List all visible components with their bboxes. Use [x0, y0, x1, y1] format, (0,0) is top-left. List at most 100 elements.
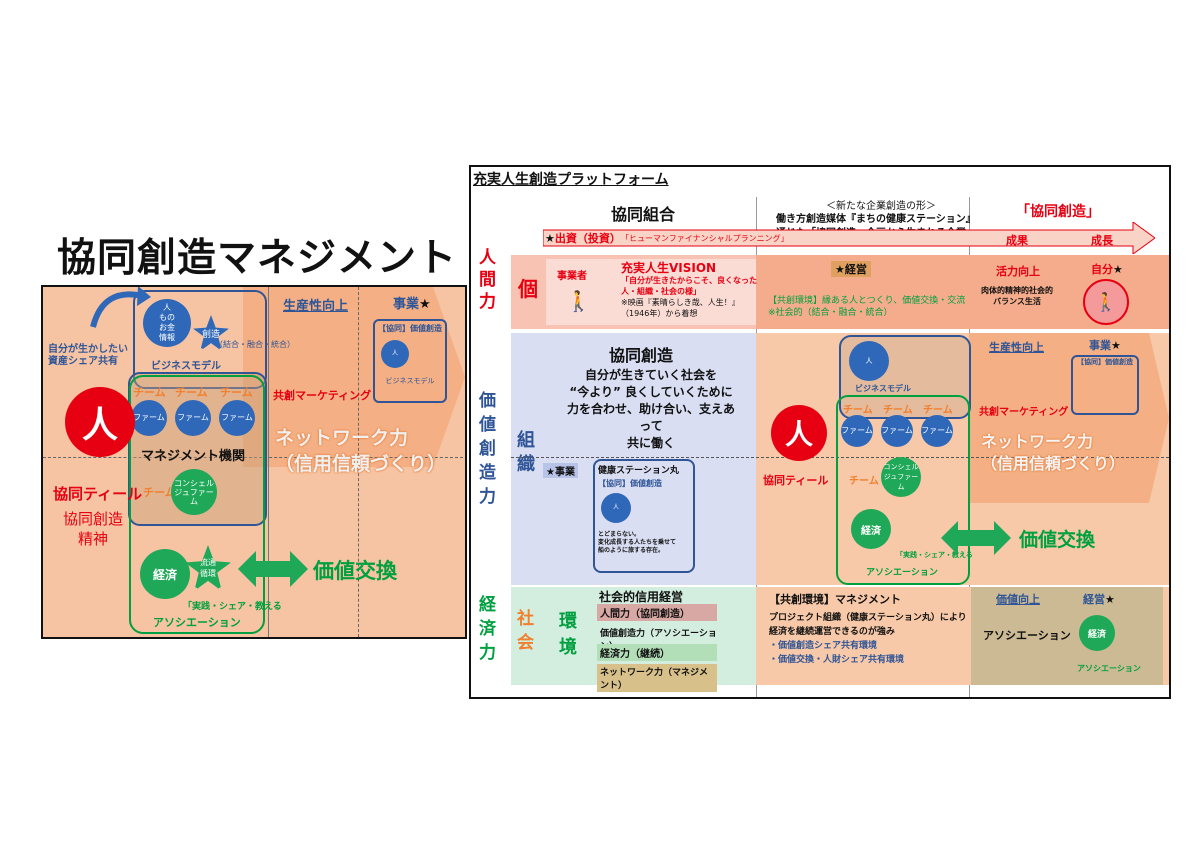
right-business: 事業★ [1089, 339, 1121, 352]
orange-arrow-band [243, 287, 465, 467]
bm-sub: （結合・融合・統合） [215, 340, 295, 349]
row-label-ningenryoku: 人間力 [479, 248, 496, 312]
double-arrow-icon [238, 551, 308, 587]
kyodo-teal-label: 協同ティール [53, 485, 143, 503]
mgmt-text: プロジェクト組織（健康ステーション丸）により経済を継続運営できるのが強み ・価値… [769, 613, 967, 665]
team-farm-3: ファーム [219, 400, 255, 436]
star-icon: ★ [1111, 339, 1121, 352]
productivity-label: 生産性向上 [283, 299, 349, 314]
association-box [129, 375, 265, 634]
mid-double-arrow-icon [941, 521, 1011, 555]
ladder-3: 経済力（継続） [597, 644, 717, 661]
mid-team-3: チーム [923, 405, 953, 416]
mid-farm-1: ファーム [841, 415, 873, 447]
kyosou-marketing-label: 共創マーケティング [273, 389, 372, 402]
vision-text: 「自分が生きたからこそ、良くなった 人・組織・社会の様」 ※映画『素晴らしき哉、… [621, 276, 757, 318]
left-panel: 人ものお金情報 創造 （結合・融合・統合） ビジネスモデル 自分が生かしたい資産… [41, 285, 467, 639]
mid-resource-circle: 人 [849, 341, 889, 381]
team-label-4: チーム [143, 486, 176, 499]
management-org-label: マネジメント機関 [141, 449, 246, 464]
mgmt-title: 【共創環境】マネジメント [769, 593, 901, 606]
investment-arrow [543, 222, 1155, 254]
right-association-small: アソシエーション [1077, 664, 1141, 673]
ladder-4: ネットワーク力（マネジメント） [597, 664, 717, 692]
growth-label: 成長 [1091, 234, 1113, 247]
keiei2-label: 経営★ [1083, 593, 1115, 606]
station-resource-circle: 人 [601, 493, 631, 523]
star-icon: ★ [1105, 593, 1115, 606]
right-kyosou-marketing: 共創マーケティング [979, 407, 1069, 418]
kachi-up-label: 価値向上 [996, 593, 1040, 606]
mid-person-circle: 人 [771, 405, 827, 461]
ladder-1: 人間力（協同創造） [597, 604, 717, 621]
network-label: ネットワーク力（信用信頼づくり） [275, 427, 447, 475]
kyodo-souzou-header: 「協同創造」 [1016, 204, 1100, 220]
ko-label: 個 [518, 277, 538, 301]
station-title: 健康ステーション丸 [598, 466, 679, 476]
divider-v [268, 287, 269, 637]
kankyo-label: 環境 [559, 611, 577, 658]
right-productivity: 生産性向上 [989, 341, 1044, 354]
star-icon: ★ [546, 467, 555, 478]
mid-farm-2: ファーム [881, 415, 913, 447]
spirit-label: 協同創造精神 [63, 510, 124, 548]
dashed-sep-row2 [511, 457, 1169, 458]
right-economy: 経済 [1079, 615, 1115, 651]
right-network: ネットワーク力（信用信頼づくり） [981, 432, 1126, 473]
value-exchange-label: 価値交換 [313, 559, 397, 583]
association-label: アソシエーション [153, 616, 241, 629]
new-form-label: ＜新たな企業創造の形＞ [826, 201, 936, 212]
person-icon: 🚶 [566, 289, 591, 313]
kyodo-souzou-title: 協同創造 [609, 346, 674, 365]
mid-association: アソシエーション [866, 568, 938, 578]
kyodo-box-left: 【協同】価値創造 人 ビジネスモデル [373, 319, 447, 403]
station-box-label: 【協同】価値創造 [598, 479, 662, 488]
shakai-label: 社会 [517, 609, 534, 653]
mid-value-exchange: 価値交換 [1019, 529, 1096, 551]
jibun-circle: 🚶 [1083, 279, 1129, 325]
right-panel: 充実人生創造プラットフォーム 協同組合 ＜新たな企業創造の形＞ 働き方創造媒体『… [469, 165, 1171, 699]
kyodo-message: 自分が生きていく社会を“今より” 良くしていくために力を合わせ、助け合い、支えあ… [566, 368, 735, 450]
station-note: とどまらない。変化成長する人たちを乗せて船のように旅する存在。 [598, 531, 677, 554]
practice-label: 「実践・シェア・教える [183, 602, 282, 612]
mid-team-2: チーム [883, 405, 913, 416]
team-label-2: チーム [175, 386, 208, 399]
team-label-3: チーム [220, 386, 253, 399]
concierge-farm: コンシェルジュファーム [171, 469, 217, 515]
platform-title: 充実人生創造プラットフォーム [473, 172, 669, 188]
team-label-1: チーム [133, 386, 166, 399]
kyodo-kumiai-label: 協同組合 [611, 205, 676, 224]
star-icon: ★ [1113, 263, 1123, 276]
row-ko-pink [546, 259, 756, 325]
result-label: 成果 [1006, 234, 1028, 247]
right-association-label: アソシエーション [983, 629, 1071, 642]
row-label-kachisouzou: 価値創造力 [479, 391, 496, 507]
mid-team-1: チーム [843, 405, 873, 416]
mid-bm-box: 人 ビジネスモデル [839, 335, 971, 419]
bm-caption: ビジネスモデル [151, 361, 221, 372]
balance-text: 肉体的精神的社会的バランス生活 [981, 286, 1053, 306]
business-model-box [133, 290, 267, 389]
economy-circle: 経済 [140, 549, 190, 599]
jigyo-label: ★事業 [543, 463, 578, 478]
person-circle: 人 [65, 387, 135, 457]
kyosou-env-text: 【共創環境】縁ある人とつくり、価値交換・交流※社会的（結合・融合・統合） [768, 296, 966, 318]
right-kyodo-box: 【協同】価値創造 [1071, 355, 1139, 415]
star-icon: ★ [835, 263, 845, 276]
team-farm-1: ファーム [131, 400, 167, 436]
keiei-label: ★経営 [831, 261, 871, 277]
business-label: 事業★ [393, 297, 431, 312]
team-farm-2: ファーム [175, 400, 211, 436]
mid-concierge: コンシェルジュファーム [881, 457, 921, 497]
jibun-label: 自分★ [1091, 263, 1123, 276]
row-label-keizairyoku: 経済力 [479, 595, 496, 663]
human-fp-label: 「ヒューマンファイナンシャルプランニング」 [621, 234, 789, 243]
row-shakai-olive [971, 587, 1163, 685]
bm-resource-circle: 人ものお金情報 [143, 299, 191, 347]
mid-economy: 経済 [851, 509, 891, 549]
small-resource-circle: 人 [381, 340, 409, 368]
mid-farm-3: ファーム [921, 415, 953, 447]
mid-teal-label: 協同ティール [763, 474, 829, 487]
katsuryoku-label: 活力向上 [996, 265, 1040, 278]
self-label: 自分が生かしたい資産シェア共有 [48, 344, 128, 367]
